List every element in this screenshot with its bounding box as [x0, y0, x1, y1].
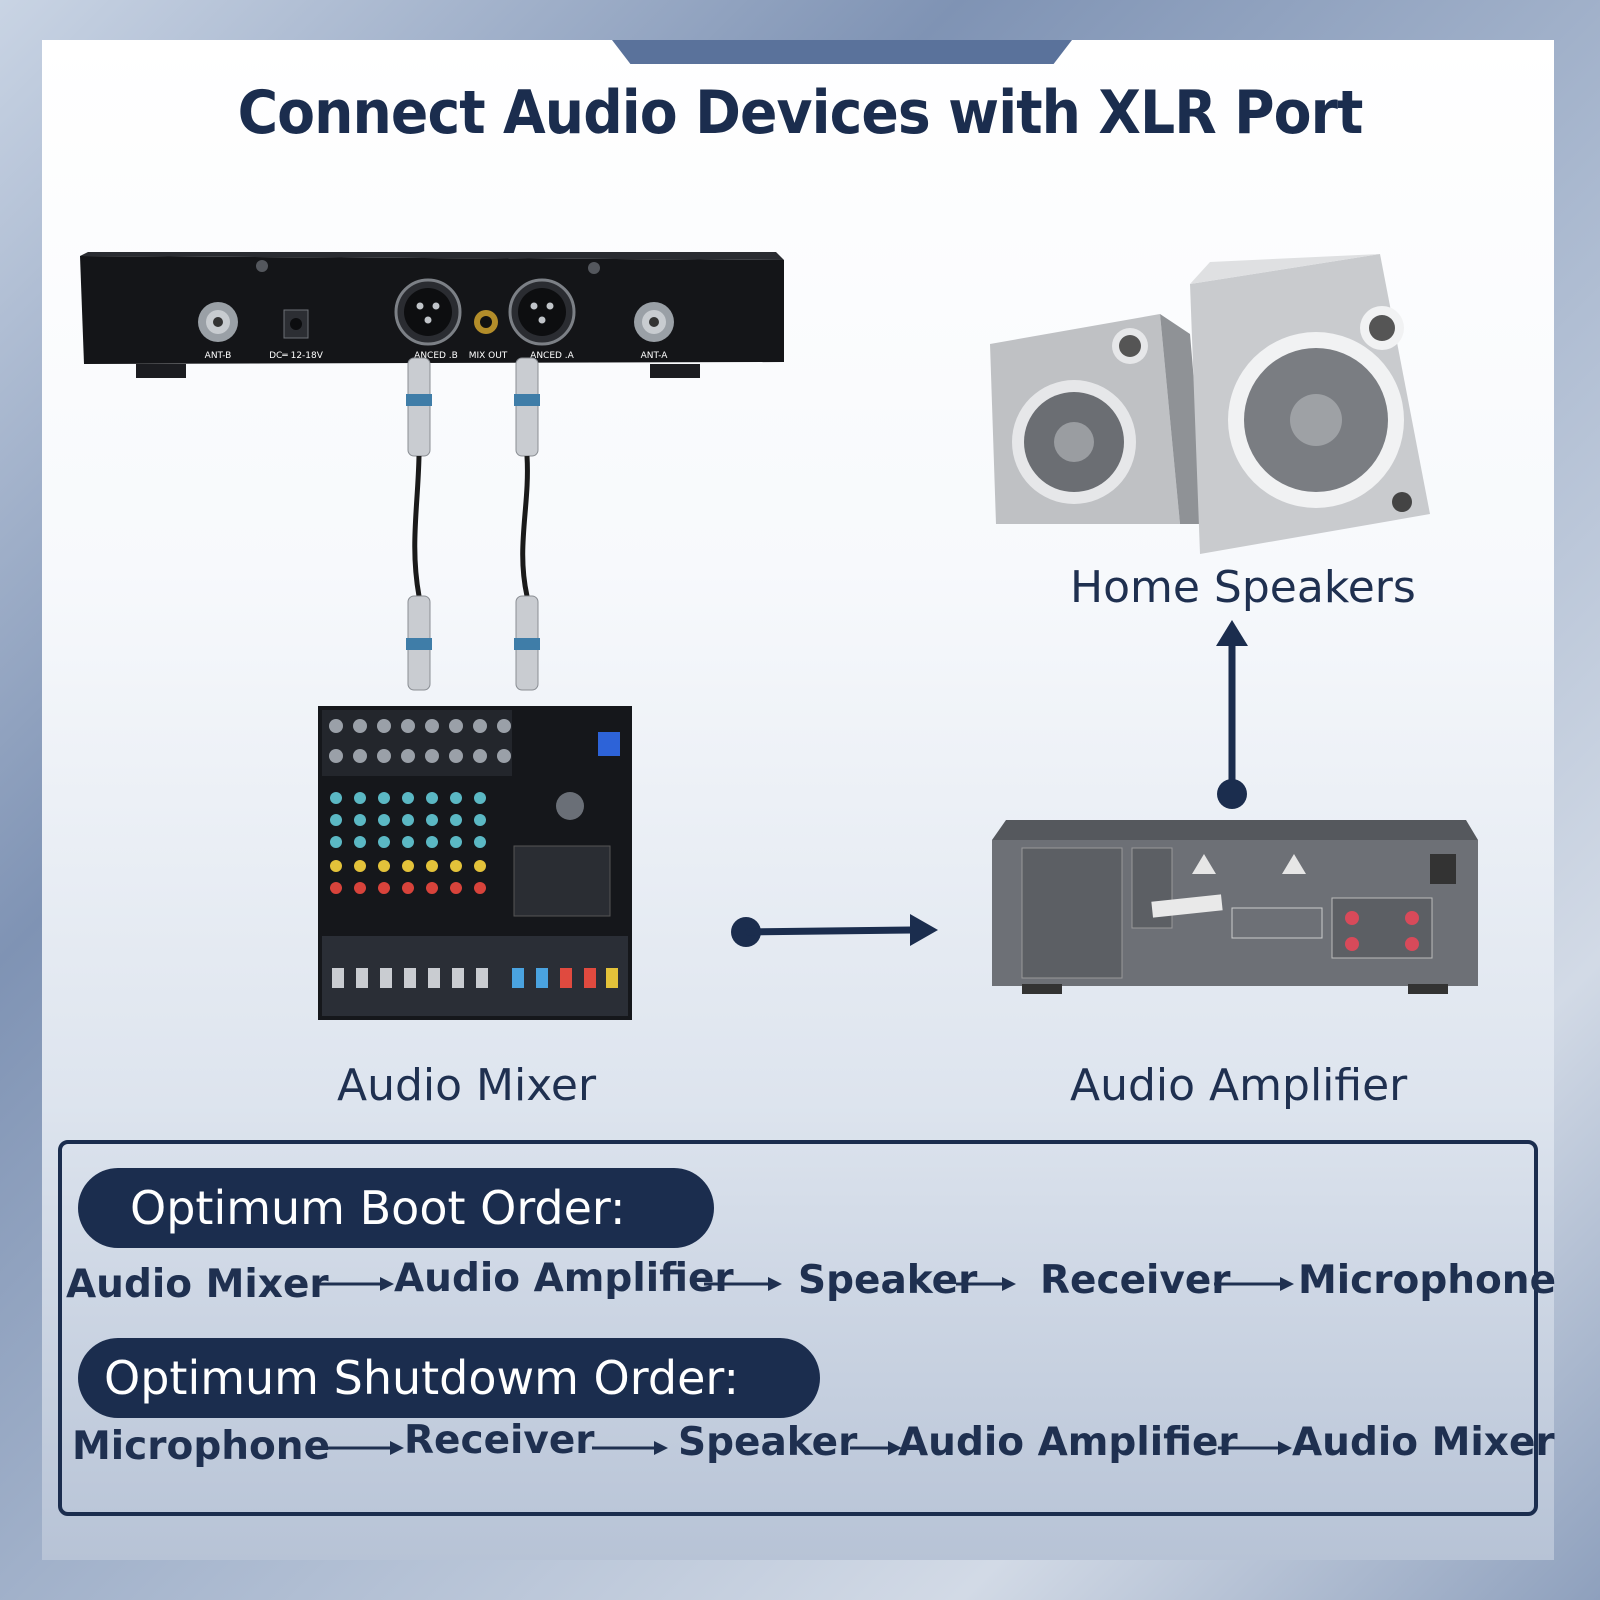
- audio-amplifier-image: [992, 820, 1478, 994]
- xlr-cables: [406, 357, 540, 691]
- receiver-label: ANCED .A: [530, 351, 575, 361]
- shutdown-step: Speaker: [678, 1420, 858, 1465]
- receiver-image: ANT-B DC═ 12-18V ANCED .B MIX OUT ANCED …: [80, 252, 784, 378]
- shutdown-order-arrows: [326, 1441, 1292, 1455]
- arrow-icon: [318, 1277, 394, 1291]
- arrow-icon: [326, 1441, 404, 1455]
- xlr-cable-a: [514, 357, 540, 691]
- page-title: Connect Audio Devices with XLR Port: [237, 78, 1364, 148]
- shutdown-step: Audio Amplifier: [898, 1420, 1238, 1465]
- top-notch: [612, 40, 1072, 64]
- xlr-cable-b: [406, 357, 432, 691]
- boot-step: Audio Amplifier: [394, 1256, 734, 1301]
- boot-step: Microphone: [1298, 1258, 1557, 1303]
- receiver-label: ANCED .B: [414, 351, 458, 361]
- arrow-icon: [1214, 1277, 1294, 1291]
- arrow-icon: [1218, 1441, 1292, 1455]
- order-panel: [58, 1140, 1538, 1516]
- amplifier-to-speakers-arrow: [1216, 620, 1248, 809]
- boot-step: Audio Mixer: [66, 1262, 329, 1307]
- boot-step: Receiver: [1040, 1258, 1231, 1303]
- boot-order-heading: Optimum Boot Order:: [78, 1168, 714, 1248]
- home-speakers-image: [990, 254, 1430, 554]
- shutdown-step: Microphone: [72, 1424, 331, 1469]
- arrow-icon: [850, 1441, 902, 1455]
- audio-mixer-image: [318, 706, 632, 1020]
- audio-mixer-label: Audio Mixer: [337, 1060, 597, 1111]
- mixer-to-amplifier-arrow: [731, 914, 938, 947]
- boot-order-arrows: [318, 1277, 1294, 1291]
- receiver-label: MIX OUT: [469, 351, 508, 361]
- shutdown-step: Audio Mixer: [1292, 1420, 1555, 1465]
- arrow-icon: [704, 1277, 782, 1291]
- receiver-label: DC═ 12-18V: [269, 351, 324, 361]
- shutdown-order-heading: Optimum Shutdowm Order:: [78, 1338, 820, 1418]
- shutdown-step: Receiver: [404, 1418, 595, 1463]
- arrow-icon: [592, 1441, 668, 1455]
- receiver-label: ANT-B: [205, 351, 232, 361]
- audio-amplifier-label: Audio Amplifier: [1070, 1060, 1408, 1111]
- receiver-label: ANT-A: [641, 351, 669, 361]
- arrow-icon: [956, 1277, 1016, 1291]
- home-speakers-label: Home Speakers: [1070, 562, 1416, 613]
- boot-step: Speaker: [798, 1258, 978, 1303]
